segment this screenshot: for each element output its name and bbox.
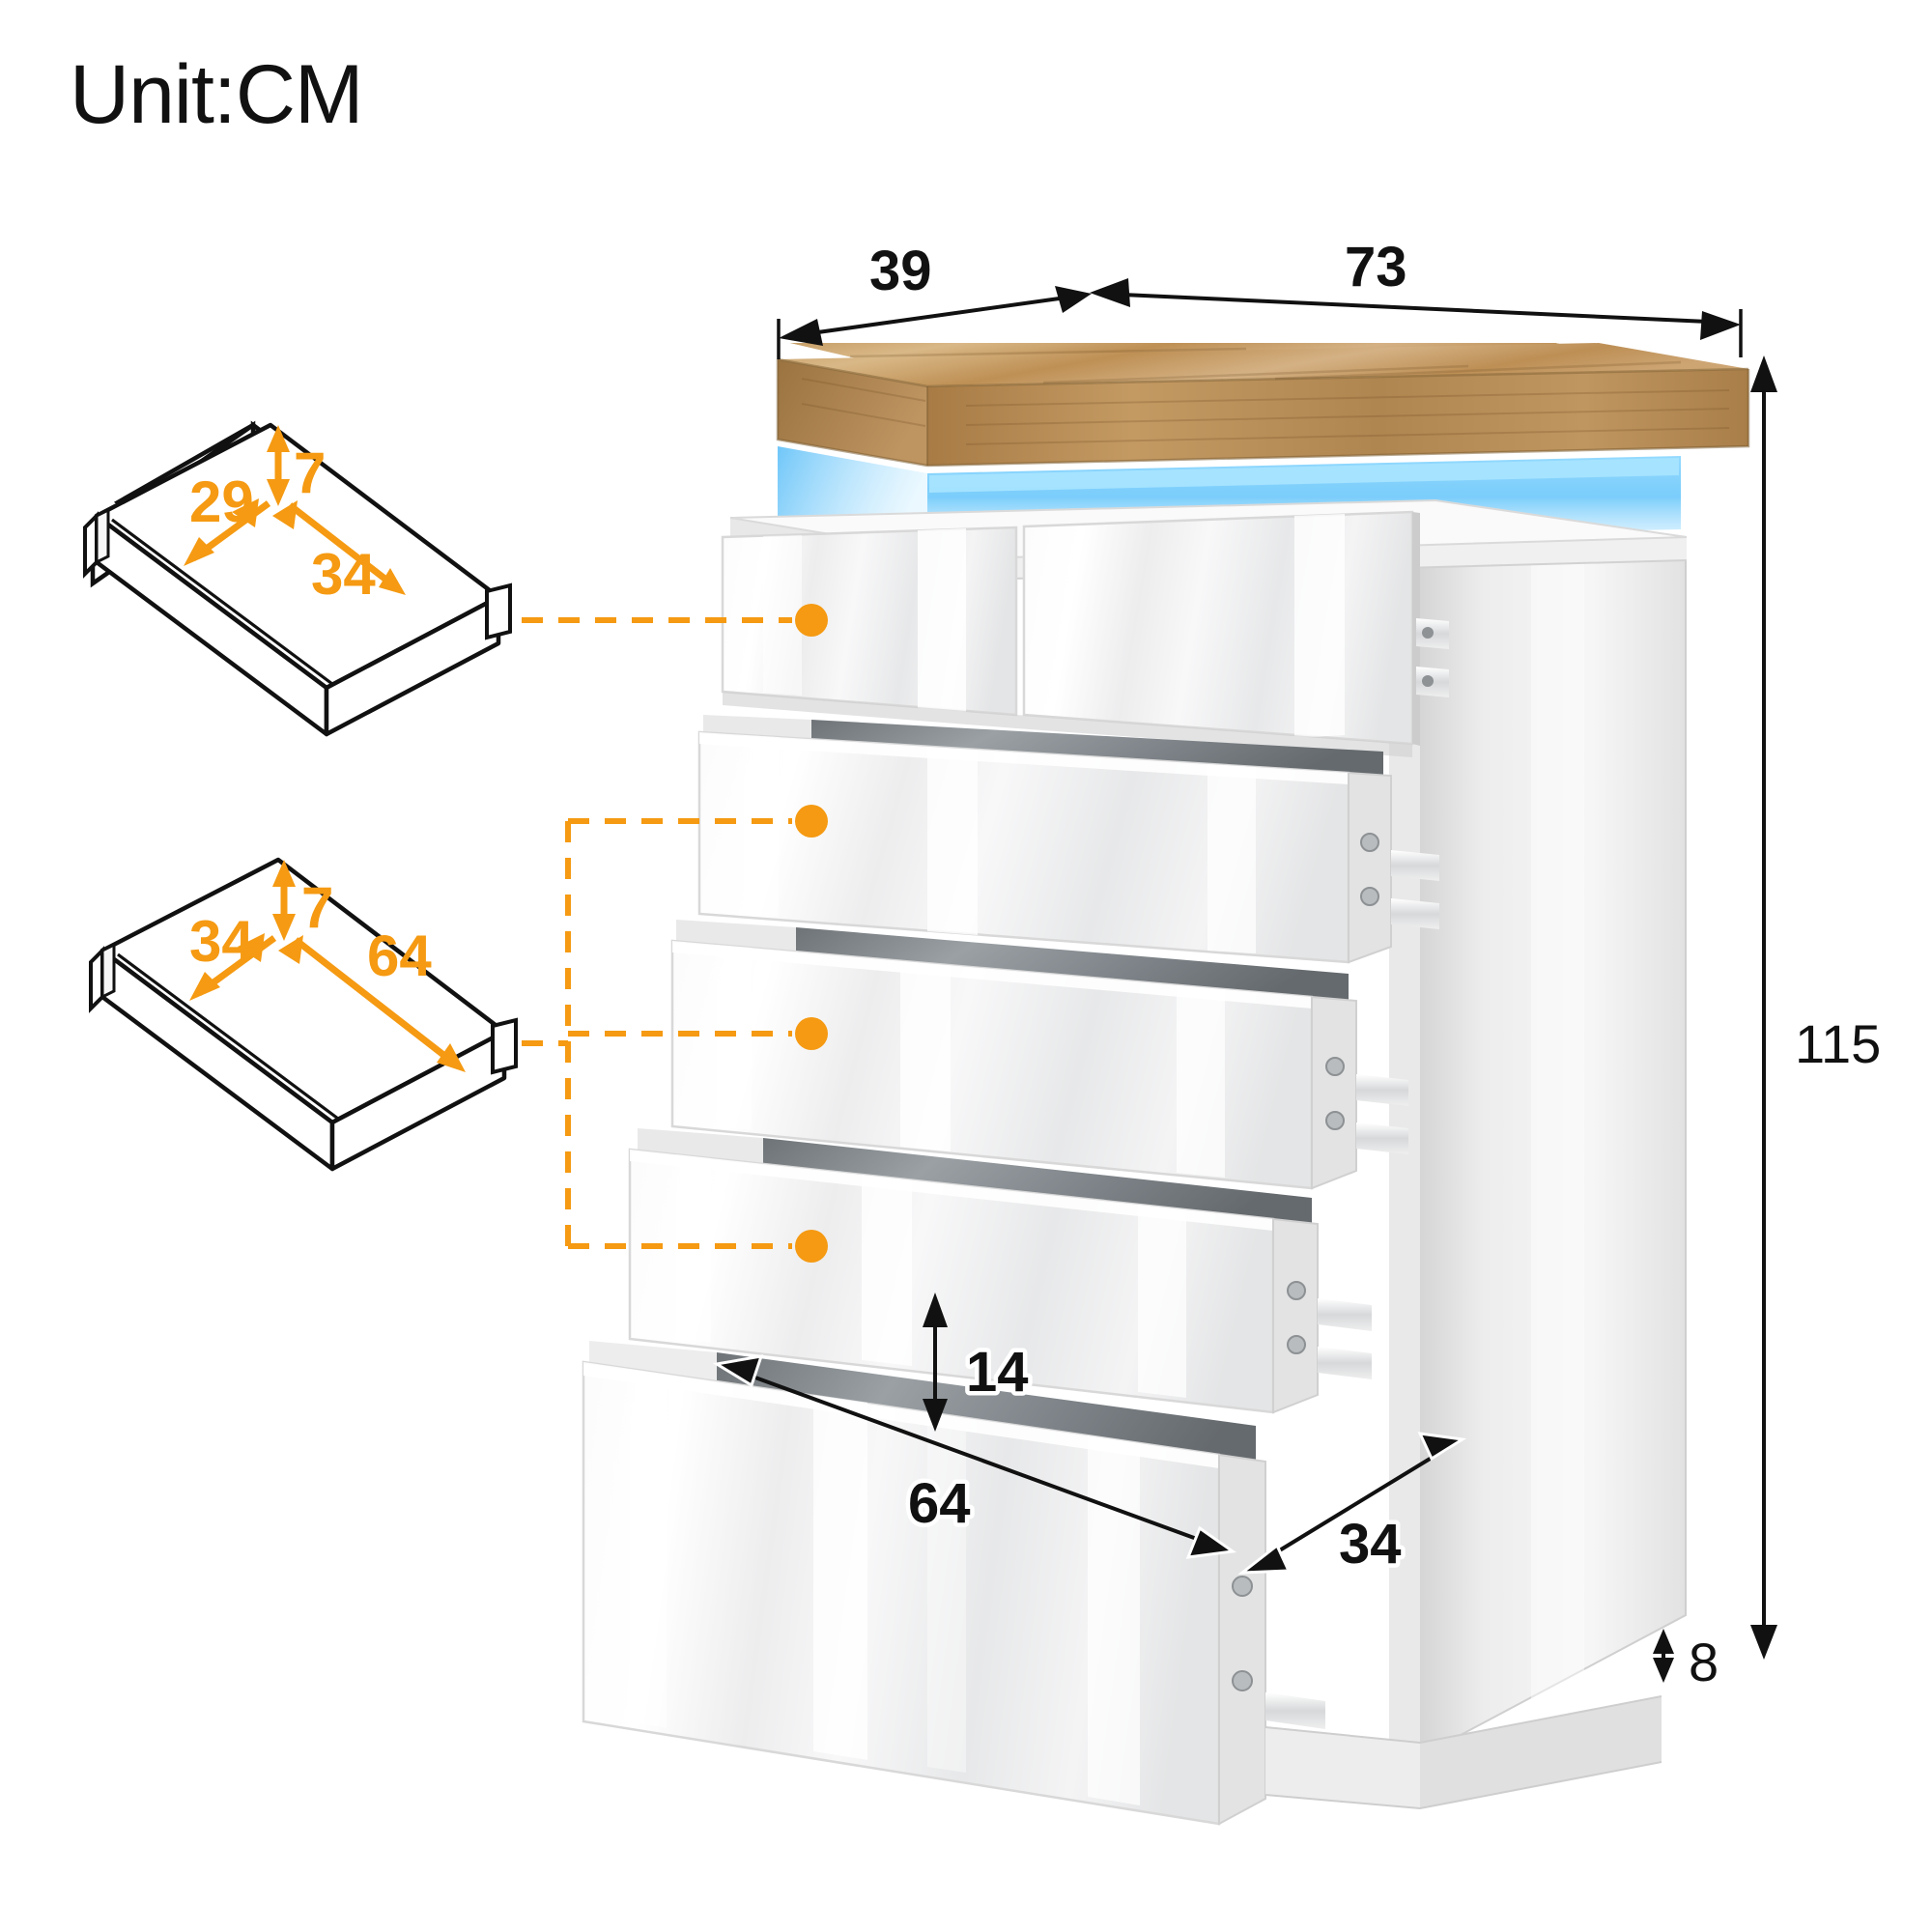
dimension-bottom-depth-34	[1237, 1432, 1467, 1575]
led-light-strip	[778, 446, 1681, 547]
depth-label-39: 39	[869, 240, 932, 302]
large-drawer-depth-label: 34	[189, 909, 254, 974]
large-drawer-width-label: 64	[367, 923, 432, 988]
page-title: Unit:CM	[70, 48, 364, 141]
width-label-73: 73	[1345, 236, 1407, 298]
small-drawer-width-label: 34	[311, 542, 376, 607]
drawer-2[interactable]	[697, 715, 1439, 964]
large-drawer-height-label: 7	[301, 875, 333, 940]
small-drawer-height-label: 7	[294, 440, 326, 505]
drawer-5-bottom[interactable]	[582, 1341, 1325, 1826]
dimension-bottom-width-64	[712, 1354, 1237, 1559]
small-drawer-depth-label: 29	[189, 469, 254, 534]
large-drawer-box	[89, 857, 518, 1172]
small-drawer-box	[83, 422, 512, 737]
dimension-width-73	[1090, 278, 1743, 357]
dimension-plinth-8	[1653, 1629, 1674, 1683]
oak-top-assembly	[776, 343, 1750, 468]
cabinet-carcass	[1389, 529, 1420, 1762]
height-label-115: 115	[1795, 1013, 1881, 1074]
callout-dot-drawer-4	[795, 1230, 828, 1263]
dimension-opening-14	[923, 1293, 948, 1432]
drawer-4[interactable]	[628, 1128, 1372, 1414]
large-drawer-dimension-arrows	[189, 860, 466, 1072]
callout-dot-drawer-2	[795, 805, 828, 838]
drawer-3[interactable]	[670, 920, 1408, 1190]
small-drawer-wireframe	[90, 420, 488, 679]
oak-lift-top	[790, 343, 1700, 377]
callout-small-drawer	[522, 604, 828, 637]
callout-large-drawer	[522, 805, 828, 1263]
cabinet-plinth	[1264, 1695, 1662, 1810]
drawer-row-top[interactable]	[721, 510, 1449, 757]
opening-height-label-14: 14	[966, 1341, 1029, 1404]
bottom-depth-label-34: 34	[1339, 1513, 1402, 1576]
callout-dot-top-drawer	[795, 604, 828, 637]
cabinet-side-panel	[1406, 537, 1687, 1764]
bottom-width-label-64: 64	[908, 1472, 971, 1535]
small-drawer-dimension-arrows	[184, 425, 406, 595]
callout-dot-drawer-3	[795, 1017, 828, 1050]
dimension-depth-39	[777, 286, 1092, 359]
plinth-label-8: 8	[1689, 1632, 1719, 1692]
dimension-height-115	[1750, 355, 1777, 1660]
cabinet-top-slab	[729, 498, 1688, 582]
